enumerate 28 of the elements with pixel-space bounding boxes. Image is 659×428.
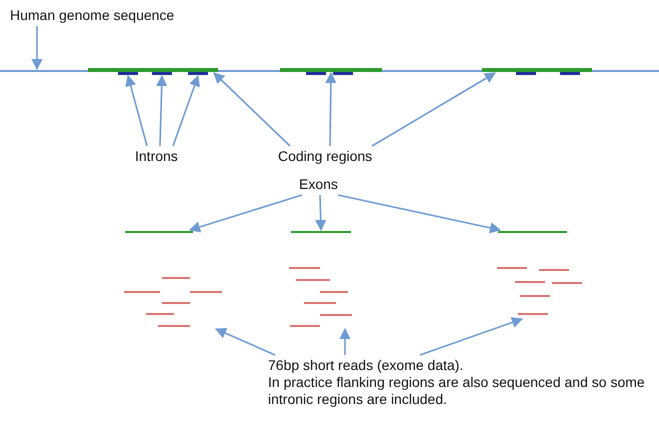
arrow (325, 72, 336, 146)
intron-mark (118, 72, 138, 75)
caption-text: 76bp short reads (exome data). (268, 357, 464, 374)
read-cluster-drawing (124, 276, 222, 328)
coding-region-bar (280, 68, 382, 72)
arrow (315, 194, 326, 232)
arrow (188, 194, 302, 232)
coding-region-bar (482, 68, 592, 72)
intron-mark (188, 72, 208, 75)
read-cluster-drawing (289, 266, 353, 328)
arrow (125, 74, 148, 146)
arrow (372, 72, 496, 147)
arrow (420, 317, 524, 356)
introns-label: Introns (135, 148, 178, 165)
arrow (172, 74, 200, 146)
coding-region-bar (88, 68, 218, 72)
arrow (156, 74, 168, 146)
arrow (214, 328, 276, 356)
arrow (213, 72, 291, 147)
intron-mark (152, 72, 172, 75)
title-text: Human genome sequence (10, 7, 174, 24)
note-text: In practice flanking regions are also sequenced and so some intronic regions are included. (268, 374, 646, 408)
coding-regions-label: Coding regions (278, 148, 372, 165)
arrow (339, 328, 351, 355)
arrow (31, 26, 43, 70)
arrow (338, 194, 502, 234)
exons-label: Exons (299, 176, 338, 193)
read-cluster-drawing (497, 266, 583, 318)
